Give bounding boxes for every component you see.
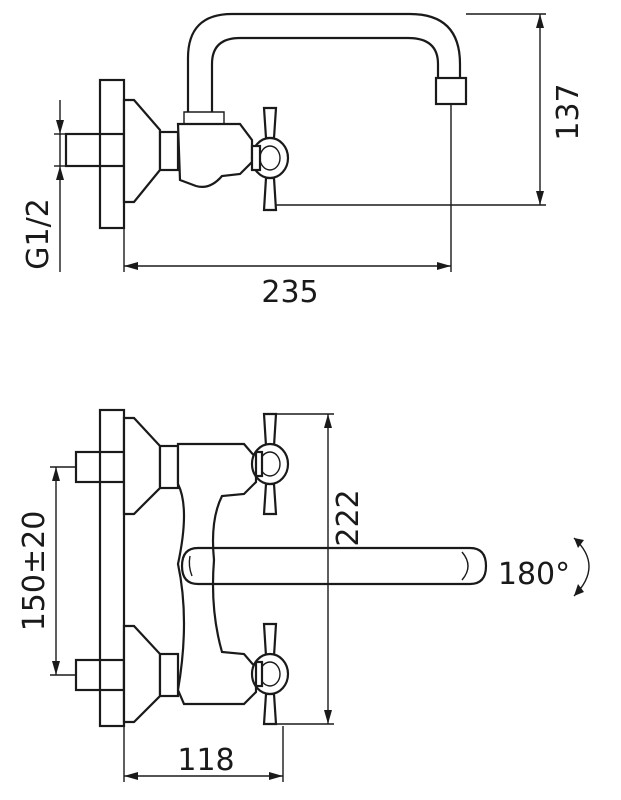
side-rosette: [122, 98, 162, 204]
front-upper-rosette: [122, 416, 162, 516]
side-length-label: 235: [261, 275, 318, 310]
front-view: 222 150±20 118 180°: [17, 408, 590, 782]
side-spout: [186, 12, 462, 112]
side-height-dimension: 137: [276, 13, 586, 206]
side-view: 137 235 G1/2: [21, 12, 586, 310]
front-depth-label: 118: [177, 743, 234, 778]
front-lower-cross-handle: [250, 622, 290, 726]
front-swivel-spout: [180, 546, 488, 586]
front-spacing-dimension: 150±20: [17, 466, 76, 676]
front-spacing-label: 150±20: [17, 511, 52, 632]
side-hex-nut: [158, 130, 180, 172]
rotation-label: 180°: [498, 557, 570, 592]
front-lower-rosette: [122, 624, 162, 724]
front-depth-dimension: 118: [123, 726, 284, 782]
side-valve-body: [176, 122, 254, 188]
side-threaded-pipe: [64, 132, 126, 168]
rotation-indicator: 180°: [498, 537, 590, 597]
front-wall-section: [98, 408, 126, 728]
front-upper-cross-handle: [250, 412, 290, 516]
thread-size-label: G1/2: [21, 198, 56, 270]
side-length-dimension: 235: [123, 104, 452, 310]
front-height-label: 222: [331, 489, 366, 546]
side-height-label: 137: [551, 83, 586, 140]
front-mixer-body: [176, 442, 258, 706]
side-wall-section: [98, 78, 126, 230]
front-height-dimension: 222: [276, 413, 366, 725]
side-aerator: [434, 76, 468, 106]
side-cross-handle: [250, 106, 290, 212]
side-thread-dimension: G1/2: [21, 100, 66, 272]
